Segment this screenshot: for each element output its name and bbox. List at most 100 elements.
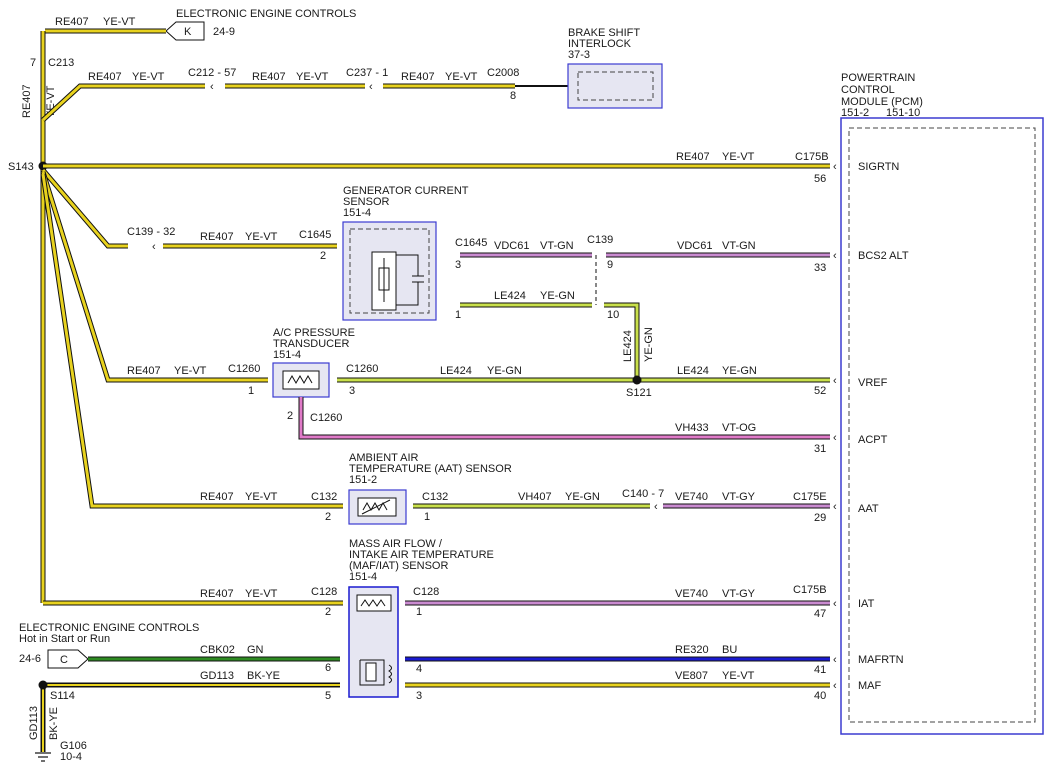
gen-left-color: YE-VT bbox=[245, 231, 278, 243]
bottom-eec-subtitle: Hot in Start or Run bbox=[19, 633, 110, 645]
gen-title-2: SENSOR bbox=[343, 196, 390, 208]
maf-iat-sensor[interactable]: MASS AIR FLOW / INTAKE AIR TEMPERATURE (… bbox=[348, 538, 494, 698]
ac-left-wire: RE407 bbox=[127, 365, 161, 377]
pcm-num-33: 33 bbox=[814, 262, 826, 274]
le-wire: LE424 bbox=[494, 290, 526, 302]
bottom-eec-ref: 24-6 bbox=[19, 653, 41, 665]
pcm-ref-2: 151-10 bbox=[886, 107, 920, 119]
pcm-arrow-5: ‹ bbox=[833, 501, 837, 513]
vdc2-color: VT-GN bbox=[722, 240, 756, 252]
acpt-wire: VH433 bbox=[675, 422, 709, 434]
brake-seg3-color: YE-VT bbox=[445, 71, 478, 83]
gd-vert-wire: GD113 bbox=[28, 706, 40, 740]
iat-color: VT-GY bbox=[722, 588, 756, 600]
pcm-num-29: 29 bbox=[814, 512, 826, 524]
wire-aat-left bbox=[40, 173, 343, 509]
bottom-eec-letter: C bbox=[60, 654, 68, 666]
sigrtn-wire: RE407 bbox=[676, 151, 710, 163]
gen-pin-left: 2 bbox=[320, 250, 326, 262]
s114-label: S114 bbox=[50, 690, 75, 702]
pcm-num-52: 52 bbox=[814, 385, 826, 397]
brake-shift-interlock-module[interactable]: BRAKE SHIFT INTERLOCK 37-3 bbox=[567, 27, 663, 109]
top-pin: 7 bbox=[30, 57, 36, 69]
aat-ref: 151-2 bbox=[349, 474, 377, 486]
pcm-title-2: CONTROL bbox=[841, 84, 895, 96]
wire-brake-shift bbox=[41, 83, 568, 122]
bottom-eec-connector[interactable]: ELECTRONIC ENGINE CONTROLS Hot in Start … bbox=[19, 622, 199, 669]
maf-conn-left: C128 bbox=[311, 586, 337, 598]
gen-right-conn: C1645 bbox=[455, 237, 487, 249]
aat-mid-color: YE-GN bbox=[565, 491, 600, 503]
vdc-wire: VDC61 bbox=[494, 240, 529, 252]
pcm-module[interactable]: POWERTRAIN CONTROL MODULE (PCM) 151-2 15… bbox=[840, 72, 1044, 735]
pcm-title-3: MODULE (PCM) bbox=[841, 96, 923, 108]
top-eec-letter: K bbox=[184, 26, 192, 38]
pcm-num-40: 40 bbox=[814, 690, 826, 702]
maf-pin2: 2 bbox=[325, 606, 331, 618]
aat-conn-right: C132 bbox=[422, 491, 448, 503]
pcm-pin-acpt: ACPT bbox=[858, 434, 888, 446]
maf-left-color: YE-VT bbox=[245, 588, 278, 600]
conn-arrow-c237: ‹ bbox=[369, 81, 373, 93]
pin-10: 10 bbox=[607, 309, 619, 321]
ac-pin1: 1 bbox=[248, 385, 254, 397]
brake-seg1-color: YE-VT bbox=[132, 71, 165, 83]
pcm-pin-maf: MAF bbox=[858, 680, 882, 692]
pcm-ref-1: 151-2 bbox=[841, 107, 869, 119]
top-eec-title: ELECTRONIC ENGINE CONTROLS bbox=[176, 8, 356, 20]
pcm-arrow-6: ‹ bbox=[833, 598, 837, 610]
g106-ref: 10-4 bbox=[60, 751, 82, 763]
wire-vdc61 bbox=[460, 252, 830, 305]
top-conn: C213 bbox=[48, 57, 74, 69]
acpt-color: VT-OG bbox=[722, 422, 756, 434]
top-wire-label: RE407 bbox=[55, 16, 89, 28]
ac-conn-bottom: C1260 bbox=[310, 412, 342, 424]
pcm-pin-aat: AAT bbox=[858, 503, 879, 515]
maf-wire: VE807 bbox=[675, 670, 708, 682]
le-color: YE-GN bbox=[540, 290, 575, 302]
aat-mid-wire: VH407 bbox=[518, 491, 552, 503]
s121-label: S121 bbox=[626, 387, 652, 399]
brake-conn3: C2008 bbox=[487, 67, 519, 79]
bottom-eec-title: ELECTRONIC ENGINE CONTROLS bbox=[19, 622, 199, 634]
aat-title-2: TEMPERATURE (AAT) SENSOR bbox=[349, 463, 512, 475]
generator-current-sensor[interactable]: GENERATOR CURRENT SENSOR 151-4 bbox=[342, 185, 469, 321]
sigrtn-color: YE-VT bbox=[722, 151, 755, 163]
gd113-wire: GD113 bbox=[200, 670, 234, 682]
aat-sensor[interactable]: AMBIENT AIR TEMPERATURE (AAT) SENSOR 151… bbox=[348, 452, 512, 525]
ac-title-2: TRANSDUCER bbox=[273, 338, 349, 350]
top-eec-connector[interactable]: ELECTRONIC ENGINE CONTROLS K 24-9 bbox=[165, 8, 356, 41]
wire-ac-left bbox=[40, 171, 268, 383]
conn-arrow-c140: ‹ bbox=[654, 501, 658, 513]
g106-label: G106 bbox=[60, 740, 87, 752]
pcm-num-47: 47 bbox=[814, 608, 826, 620]
pcm-pin-sigrtn: SIGRTN bbox=[858, 161, 899, 173]
vert-le-color: YE-GN bbox=[643, 327, 655, 362]
maf-pin4: 4 bbox=[416, 663, 422, 675]
aat-right-color: VT-GY bbox=[722, 491, 756, 503]
iat-conn: C175B bbox=[793, 584, 827, 596]
gen-pin-r3: 3 bbox=[455, 259, 461, 271]
brake-conn2: C237 - 1 bbox=[346, 67, 388, 79]
brake-seg2-color: YE-VT bbox=[296, 71, 329, 83]
ac-pressure-transducer[interactable]: A/C PRESSURE TRANSDUCER 151-4 bbox=[272, 327, 355, 398]
pcm-arrow-1: ‹ bbox=[833, 161, 837, 173]
maf-title-1: MASS AIR FLOW / bbox=[349, 538, 443, 550]
top-wire-color: YE-VT bbox=[103, 16, 136, 28]
brake-title-1: BRAKE SHIFT bbox=[568, 27, 640, 39]
gd113-color: BK-YE bbox=[247, 670, 280, 682]
pcm-arrow-7: ‹ bbox=[833, 654, 837, 666]
brake-conn1: C212 - 57 bbox=[188, 67, 236, 79]
maf-conn-right: C128 bbox=[413, 586, 439, 598]
maf-pin5: 5 bbox=[325, 690, 331, 702]
pcm-arrow-4: ‹ bbox=[833, 432, 837, 444]
top-eec-ref: 24-9 bbox=[213, 26, 235, 38]
pcm-arrow-2: ‹ bbox=[833, 250, 837, 262]
pcm-arrow-3: ‹ bbox=[833, 375, 837, 387]
brake-seg3-wire: RE407 bbox=[401, 71, 435, 83]
brake-pin3: 8 bbox=[510, 90, 516, 102]
gen-left-conn: C139 - 32 bbox=[127, 226, 175, 238]
maf-title-3: (MAF/IAT) SENSOR bbox=[349, 560, 448, 572]
ground-icon bbox=[35, 752, 51, 762]
